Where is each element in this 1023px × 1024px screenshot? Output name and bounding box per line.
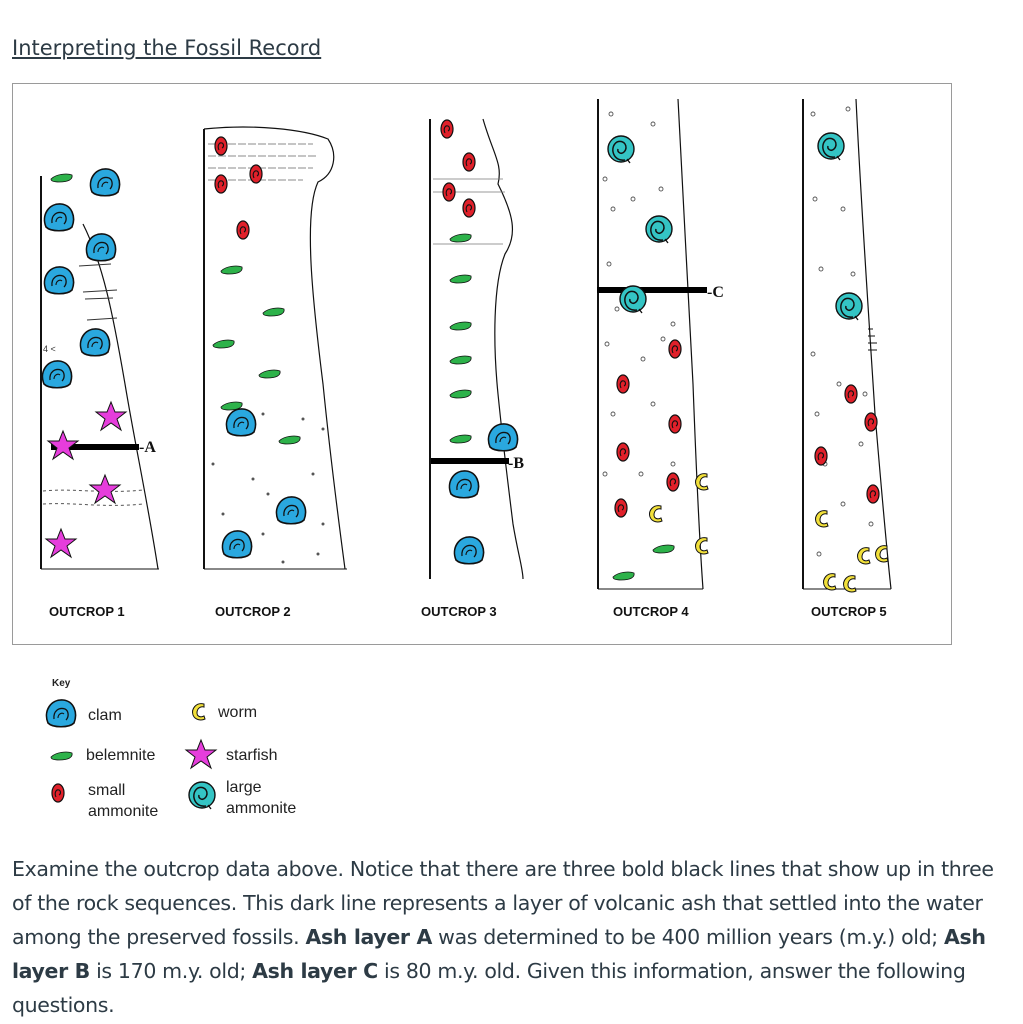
key-item-starfish: starfish (184, 738, 278, 772)
key-label-belemnite: belemnite (86, 747, 156, 764)
outcrop-4-column: -C (597, 98, 724, 590)
small-ammonite-icon (51, 783, 65, 803)
ash-layer-b-bold: Ash layer B (12, 925, 986, 983)
outcrop-2-label: OUTCROP 2 (215, 604, 291, 619)
outcrop-3-column: -B (429, 118, 524, 580)
key-item-clam: clam (44, 698, 122, 732)
outcrop-5-label: OUTCROP 5 (811, 604, 887, 619)
outcrop-diagram: 4 < -A (40, 98, 892, 593)
key-item-worm: worm (188, 700, 257, 724)
instructions-paragraph: Examine the outcrop data above. Notice t… (12, 852, 1012, 1022)
key-label-large-ammonite: large ammonite (226, 779, 297, 817)
page-title: Interpreting the Fossil Record (12, 36, 322, 60)
outcrop-figure: 4 < -A (12, 83, 952, 645)
key-label-starfish: starfish (226, 746, 278, 764)
worm-icon (192, 703, 206, 721)
key-item-small-ammonite: small ammonite (50, 780, 158, 822)
key-label-worm: worm (218, 703, 258, 721)
belemnite-icon (50, 751, 73, 760)
key-item-large-ammonite: large ammonite (186, 777, 296, 819)
outcrop-4-label: OUTCROP 4 (613, 604, 689, 619)
paragraph-text-4: is 80 m.y. old. Given this information, … (12, 959, 966, 1017)
starfish-icon (185, 739, 217, 769)
key-label-clam: clam (88, 706, 122, 724)
clam-icon (45, 699, 77, 728)
paragraph-text-2: was determined to be 400 million years (… (432, 925, 944, 949)
paragraph-text-1: Examine the outcrop data above. Notice t… (12, 857, 994, 949)
key-item-belemnite: belemnite (46, 745, 155, 766)
large-ammonite-icon (188, 781, 216, 810)
key-title: Key (52, 678, 71, 689)
outcrop-1-label: OUTCROP 1 (49, 604, 125, 619)
ash-layer-c-label: -C (707, 284, 724, 301)
paragraph-text-3: is 170 m.y. old; (89, 959, 253, 983)
outcrop-5-column (802, 98, 892, 593)
ash-layer-b-label: -B (508, 455, 524, 472)
outcrop-2-column (203, 126, 347, 570)
outcrop-1-column: 4 < -A (40, 168, 159, 570)
outcrop-3-label: OUTCROP 3 (421, 604, 497, 619)
svg-text:4 <: 4 < (43, 344, 56, 354)
ash-layer-c-bold: Ash layer C (252, 959, 378, 983)
key-label-small-ammonite: small ammonite (88, 782, 159, 820)
ash-layer-a-bold: Ash layer A (305, 925, 432, 949)
ash-layer-a-label: -A (139, 439, 156, 456)
